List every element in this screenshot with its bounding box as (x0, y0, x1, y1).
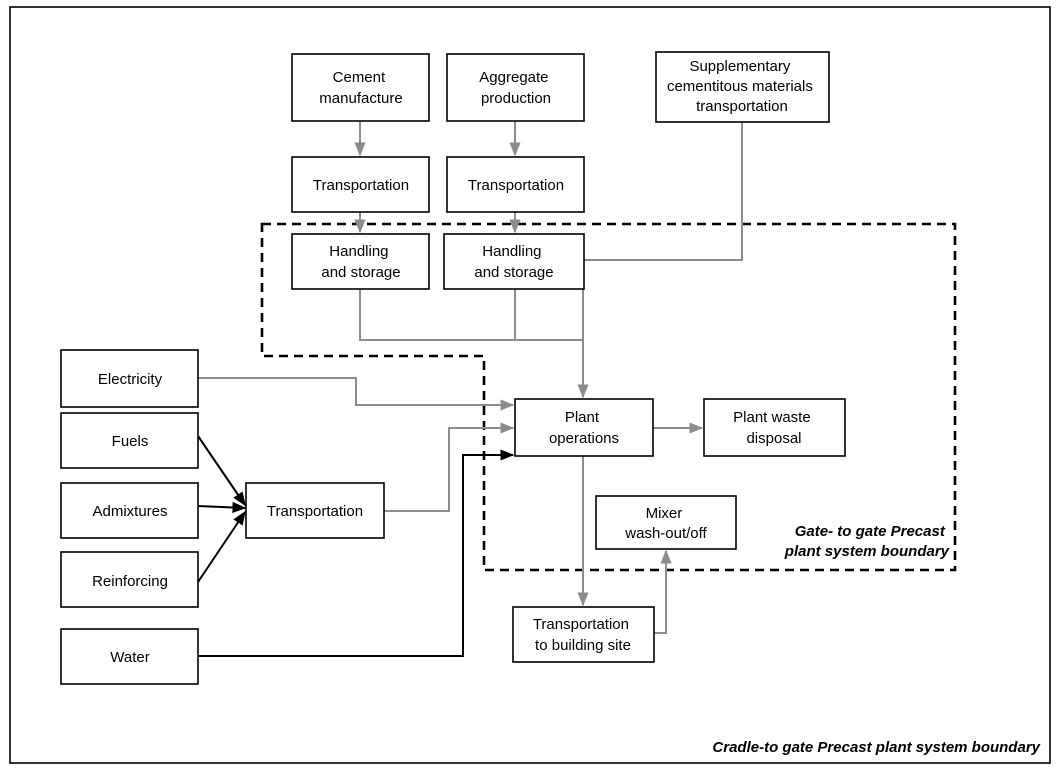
node-transport-inputs: Transportation (245, 482, 385, 539)
node-cement-manufacture: Cement manufacture (291, 53, 430, 122)
edge-water-to-plant (198, 449, 515, 657)
node-label: Plant waste disposal (733, 409, 815, 447)
node-reinforcing: Reinforcing (60, 551, 199, 608)
node-label: Admixtures (92, 503, 167, 520)
edge-admixtures-to-transport (197, 501, 247, 514)
node-mixer-washout: Mixer wash-out/off (595, 495, 737, 550)
node-label: Supplementary cementitous materials tran… (667, 58, 817, 115)
node-label: Handling and storage (321, 243, 400, 281)
node-water: Water (60, 628, 199, 685)
node-label: Cement manufacture (319, 69, 402, 107)
edge-transport-site-to-mixer (654, 549, 672, 634)
node-label: Transportation (313, 177, 409, 194)
node-label: Plant operations (549, 409, 619, 447)
node-fuels: Fuels (60, 412, 199, 469)
node-plant-waste-disposal: Plant waste disposal (703, 398, 846, 457)
edge-scm-to-plant (582, 122, 743, 340)
edges (197, 120, 743, 657)
edge-electricity-to-plant (198, 377, 515, 411)
cradle-to-gate-caption: Cradle-to gate Precast plant system boun… (712, 739, 1040, 756)
node-label: Transportation (468, 177, 564, 194)
gate-to-gate-boundary (260, 222, 957, 572)
node-scm-transportation: Supplementary cementitous materials tran… (655, 51, 830, 123)
node-label: Handling and storage (474, 243, 553, 281)
node-label: Transportation (267, 503, 363, 520)
node-label: Water (110, 649, 149, 666)
node-electricity: Electricity (60, 349, 199, 408)
gate-to-gate-caption: Gate- to gate Precast plant system bound… (784, 523, 950, 560)
edge-fuels-to-transport (197, 435, 246, 507)
edge-transport-inputs-to-plant (384, 422, 515, 512)
node-label: Mixer wash-out/off (624, 505, 707, 542)
edge-reinforcing-to-transport (197, 510, 246, 583)
node-admixtures: Admixtures (60, 482, 199, 539)
node-handling-storage-1: Handling and storage (291, 233, 430, 290)
node-transport-aggregate: Transportation (446, 156, 585, 213)
node-label: Transportation to building site (533, 616, 633, 654)
node-aggregate-production: Aggregate production (446, 53, 585, 122)
edge-handling-1-merge (359, 289, 583, 341)
node-handling-storage-2: Handling and storage (443, 233, 585, 290)
node-label: Fuels (112, 433, 149, 450)
node-transport-building-site: Transportation to building site (512, 606, 655, 663)
node-label: Reinforcing (92, 573, 168, 590)
node-label: Aggregate production (479, 69, 552, 107)
node-label: Electricity (98, 371, 163, 388)
node-transport-cement: Transportation (291, 156, 430, 213)
cradle-to-gate-boundary (9, 6, 1051, 764)
node-plant-operations: Plant operations (514, 398, 654, 457)
